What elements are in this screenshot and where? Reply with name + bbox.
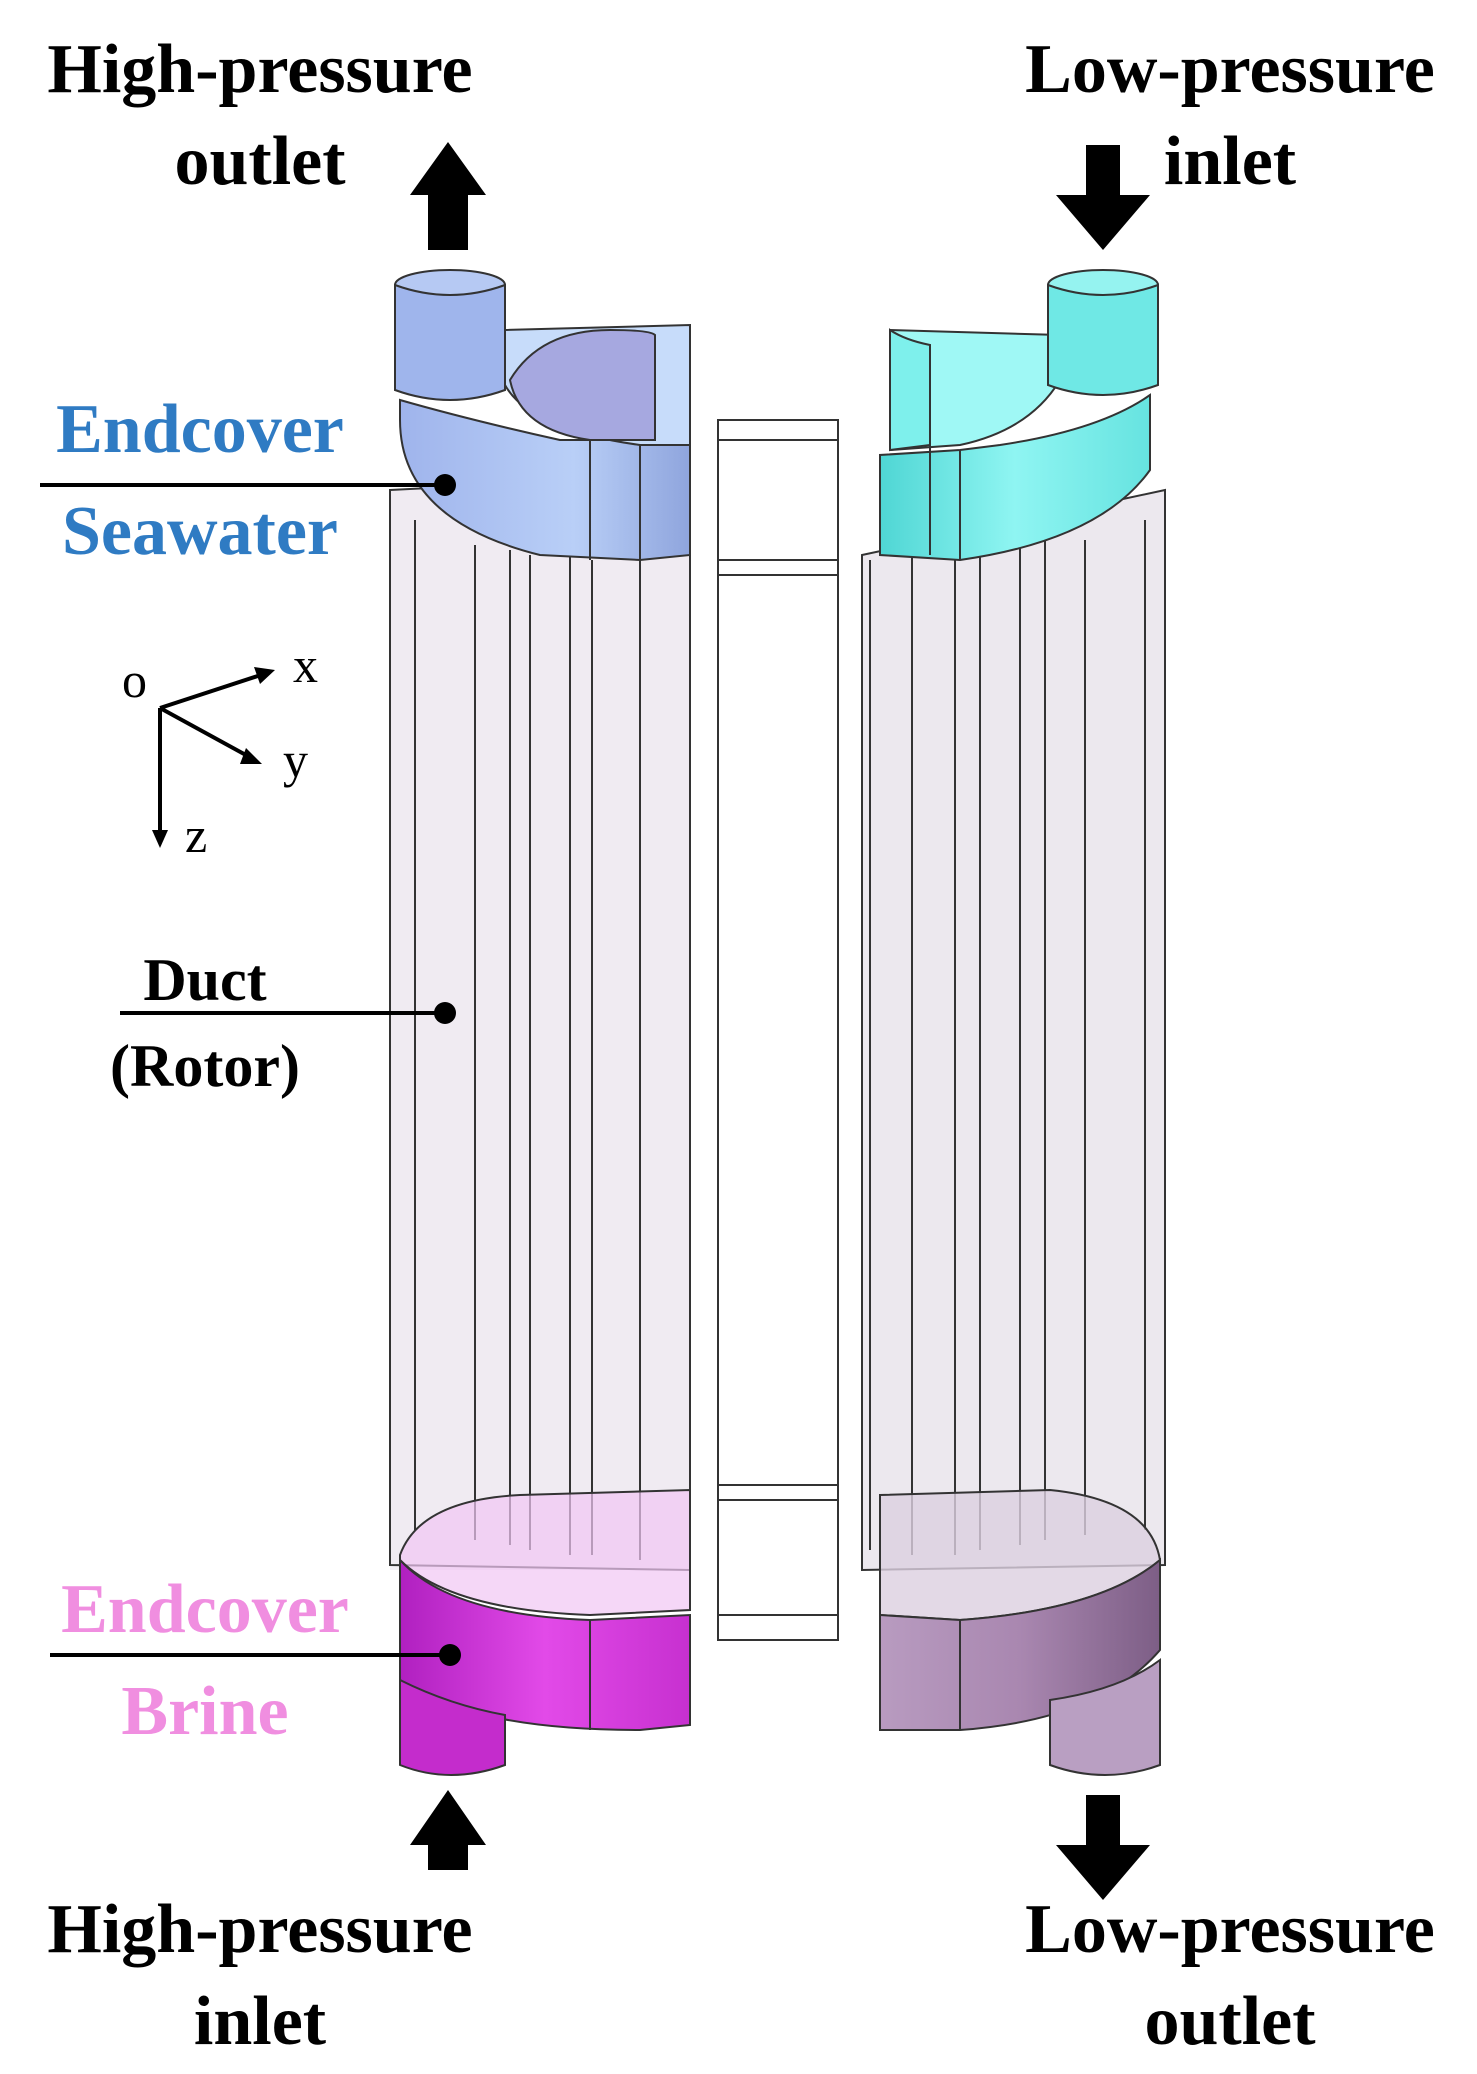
duct-line1: Duct xyxy=(143,947,267,1013)
endcover-brine-line1: Endcover xyxy=(61,1571,349,1648)
hp-inlet-arrow-icon xyxy=(410,1790,486,1870)
lp-outlet-label: Low-pressure outlet xyxy=(985,1895,1475,2057)
hp-inlet-label: High-pressure inlet xyxy=(10,1895,510,2057)
hp-inlet-line2: inlet xyxy=(193,1983,327,2060)
endcover-seawater-line2: Seawater xyxy=(61,493,338,570)
axis-y-label: y xyxy=(283,732,308,788)
endcover-seawater-label: Endcover Seawater xyxy=(30,395,370,567)
axis-z-label: z xyxy=(185,807,208,863)
endcover-brine-label: Endcover Brine xyxy=(35,1575,375,1747)
lp-outlet-arrow-icon xyxy=(1056,1795,1150,1900)
axis-origin-label: o xyxy=(122,652,147,708)
duct-line2: (Rotor) xyxy=(110,1033,300,1099)
left-rotor-duct xyxy=(389,445,691,1572)
hp-outlet-line1: High-pressure xyxy=(47,31,473,108)
brine-endcover-right xyxy=(879,1488,1162,1776)
duct-rotor-label: Duct (Rotor) xyxy=(80,950,330,1096)
lp-inlet-line2: inlet xyxy=(1163,123,1297,200)
axis-triad xyxy=(152,667,275,848)
hp-outlet-line2: outlet xyxy=(174,123,346,200)
brine-endcover-left xyxy=(399,1488,691,1776)
hp-inlet-line1: High-pressure xyxy=(47,1891,473,1968)
right-rotor-duct xyxy=(861,488,1166,1572)
lp-outlet-line2: outlet xyxy=(1144,1983,1316,2060)
leader-brine xyxy=(50,1644,461,1666)
lp-inlet-arrow-icon xyxy=(1056,145,1150,250)
axis-x-label: x xyxy=(293,637,318,693)
seawater-endcover-right xyxy=(879,269,1159,562)
lp-inlet-label: Low-pressure inlet xyxy=(985,35,1475,197)
lp-inlet-line1: Low-pressure xyxy=(1025,31,1435,108)
leader-seawater xyxy=(40,474,456,496)
hp-outlet-arrow-icon xyxy=(410,142,486,250)
endcover-seawater-line1: Endcover xyxy=(56,391,344,468)
endcover-brine-line2: Brine xyxy=(121,1673,289,1750)
leader-duct xyxy=(120,1002,456,1024)
hp-outlet-label: High-pressure outlet xyxy=(10,35,510,197)
center-plate xyxy=(717,419,839,1641)
lp-outlet-line1: Low-pressure xyxy=(1025,1891,1435,1968)
seawater-endcover-left xyxy=(394,269,691,562)
